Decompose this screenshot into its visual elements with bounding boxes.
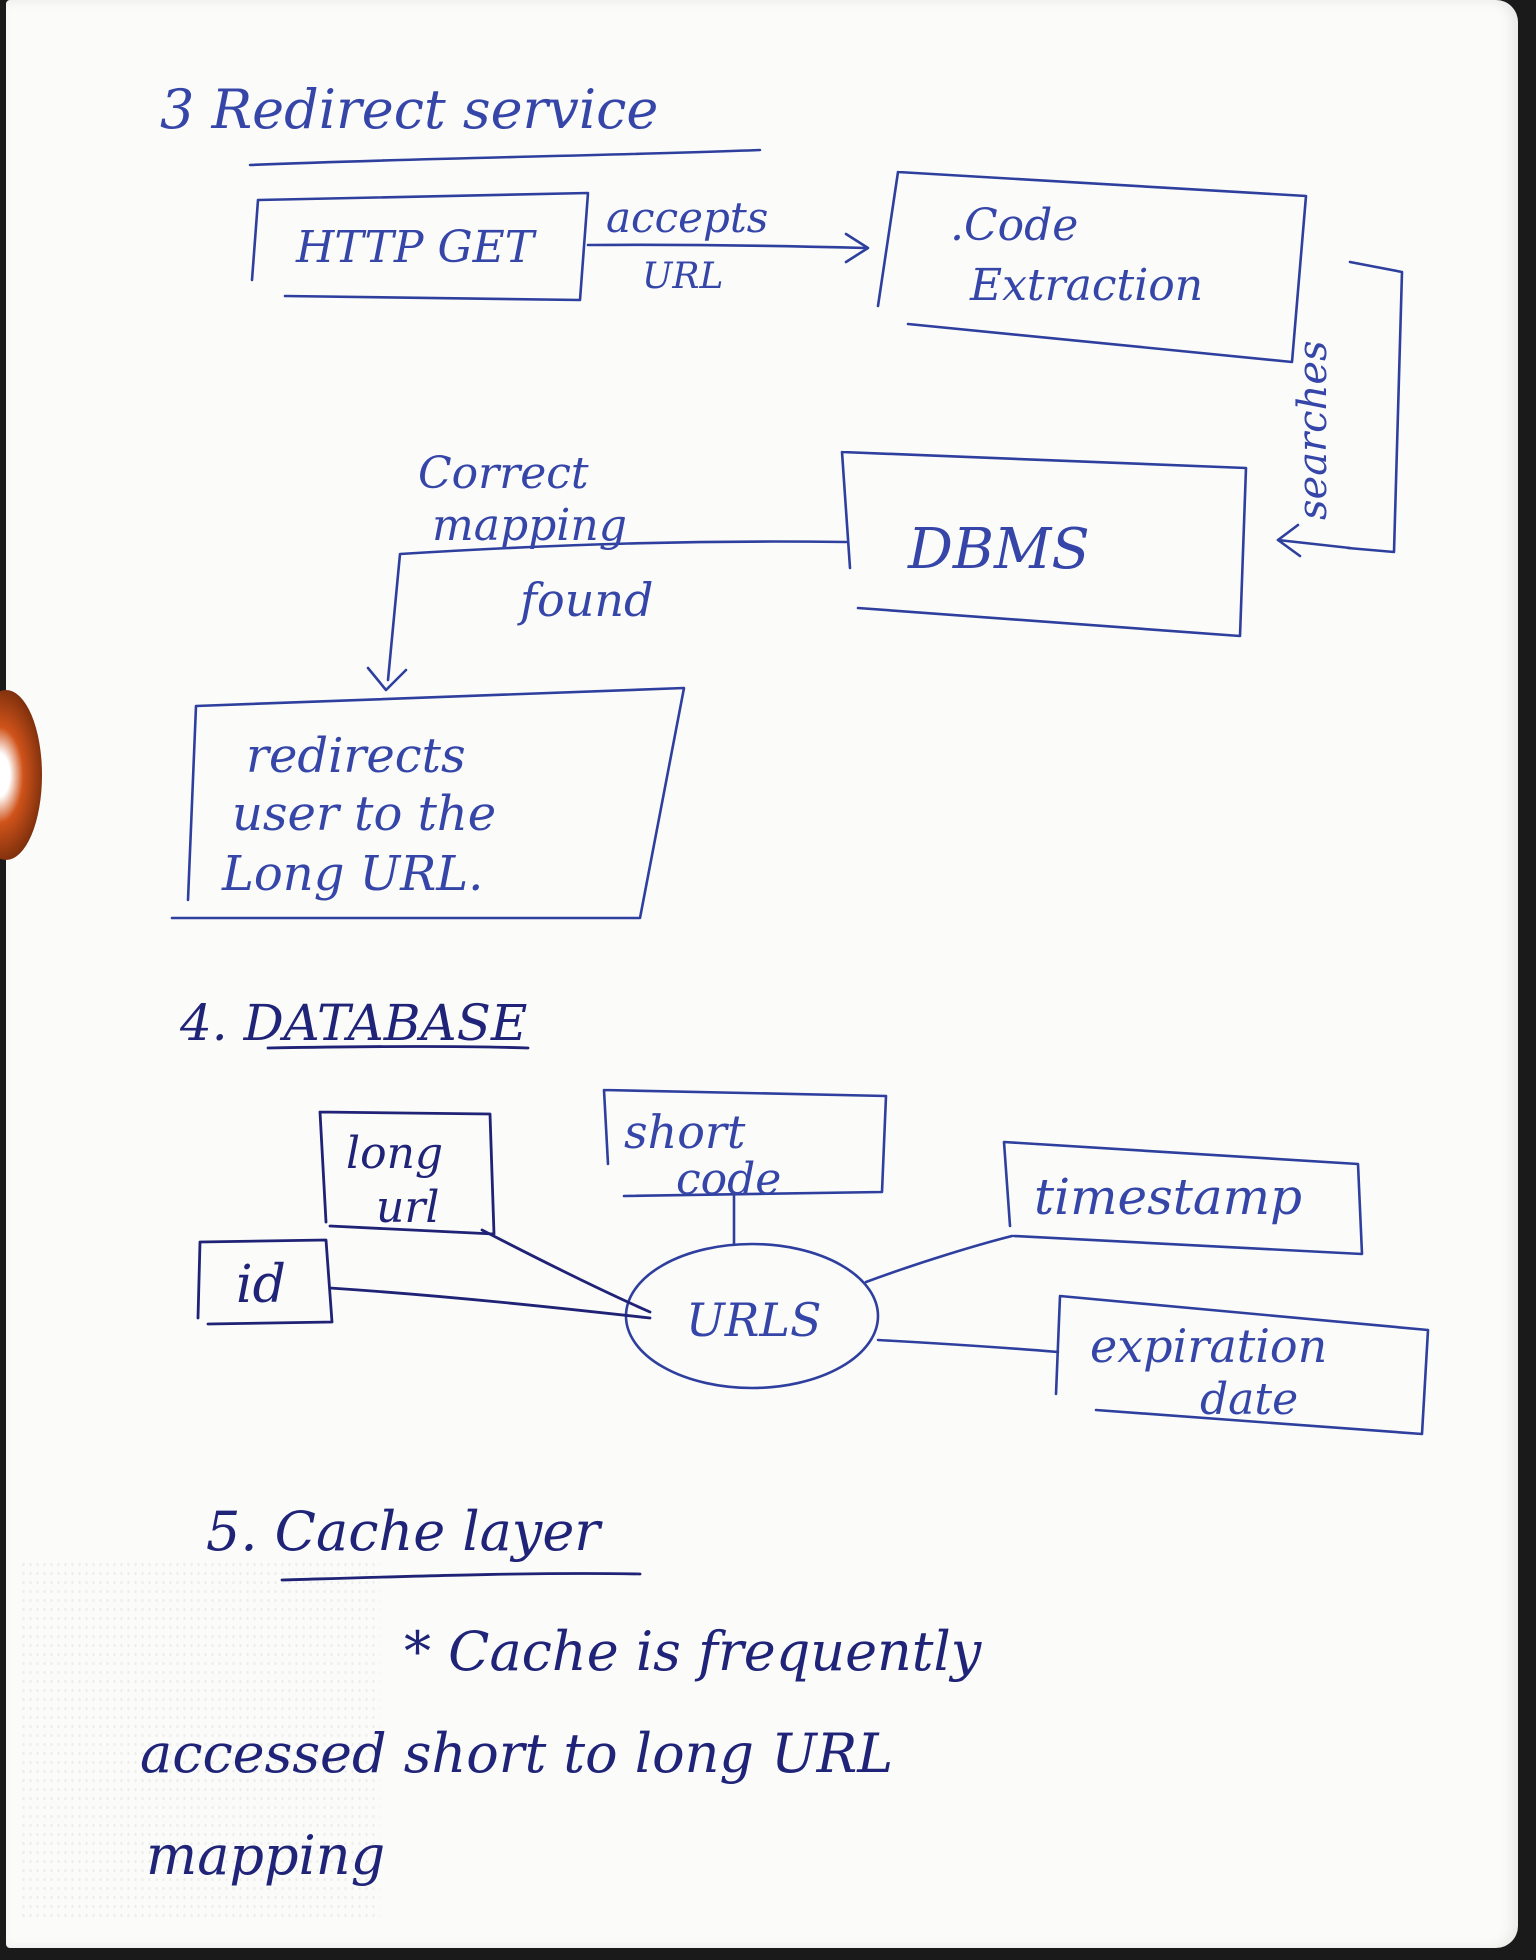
- http-get-label: HTTP GET: [295, 222, 538, 273]
- url-attr-label: url: [376, 1182, 439, 1233]
- database-section: 4. DATABASE URLS id long url short: [179, 994, 1430, 1436]
- dbms-box: DBMS: [840, 450, 1248, 638]
- short-code-attribute: short code: [602, 1088, 888, 1246]
- database-heading: 4. DATABASE: [179, 994, 527, 1052]
- correct-label: Correct: [418, 448, 589, 499]
- redirect-heading: 3 Redirect service: [160, 78, 658, 141]
- timestamp-label: timestamp: [1034, 1168, 1302, 1226]
- code-label: .Code: [950, 200, 1078, 251]
- long-url-label: Long URL.: [221, 846, 483, 902]
- id-label: id: [236, 1255, 286, 1315]
- cache-heading-underline: [280, 1572, 642, 1582]
- user-to-the-label: user to the: [232, 786, 496, 842]
- paper-texture: [20, 1560, 380, 1920]
- code-extraction-box: .Code Extraction: [876, 170, 1308, 364]
- expiration-date-attribute: expiration date: [876, 1294, 1430, 1436]
- searches-connector: searches: [1276, 260, 1404, 558]
- extraction-label: Extraction: [969, 260, 1203, 311]
- id-attribute: id: [196, 1238, 652, 1326]
- redirects-user-box: redirects user to the Long URL.: [170, 686, 686, 920]
- url-label: URL: [642, 256, 723, 297]
- long-label: long: [346, 1128, 443, 1179]
- date-label: date: [1200, 1374, 1298, 1425]
- timestamp-attribute: timestamp: [864, 1140, 1364, 1284]
- redirect-heading-underline: [248, 148, 762, 167]
- searches-label: searches: [1290, 340, 1336, 520]
- cache-layer-section: 5. Cache layer * Cache is frequently acc…: [140, 1500, 983, 1887]
- cache-line-1: * Cache is frequently: [404, 1620, 983, 1683]
- mapping-label: mapping: [432, 500, 627, 551]
- redirect-service-section: 3 Redirect service HTTP GET accepts URL …: [160, 78, 1404, 920]
- paper-sheet: [6, 0, 1518, 1948]
- code-attr-label: code: [676, 1154, 781, 1205]
- cache-line-2: accessed short to long URL: [140, 1722, 893, 1785]
- dbms-label: DBMS: [907, 517, 1090, 582]
- short-label: short: [624, 1105, 746, 1159]
- cache-heading: 5. Cache layer: [206, 1500, 603, 1563]
- redirects-label: redirects: [246, 728, 466, 784]
- accepts-label: accepts: [606, 193, 768, 242]
- long-url-attribute: long url: [318, 1110, 652, 1314]
- http-get-box: HTTP GET: [250, 191, 590, 302]
- accepts-arrow: accepts URL: [586, 193, 870, 297]
- expiration-label: expiration: [1090, 1319, 1327, 1373]
- cache-line-3: mapping: [146, 1824, 385, 1887]
- mapping-found-connector: Correct mapping found: [366, 448, 848, 692]
- found-label: found: [517, 573, 653, 627]
- urls-label: URLS: [686, 1293, 821, 1347]
- database-heading-underline: [266, 1045, 530, 1050]
